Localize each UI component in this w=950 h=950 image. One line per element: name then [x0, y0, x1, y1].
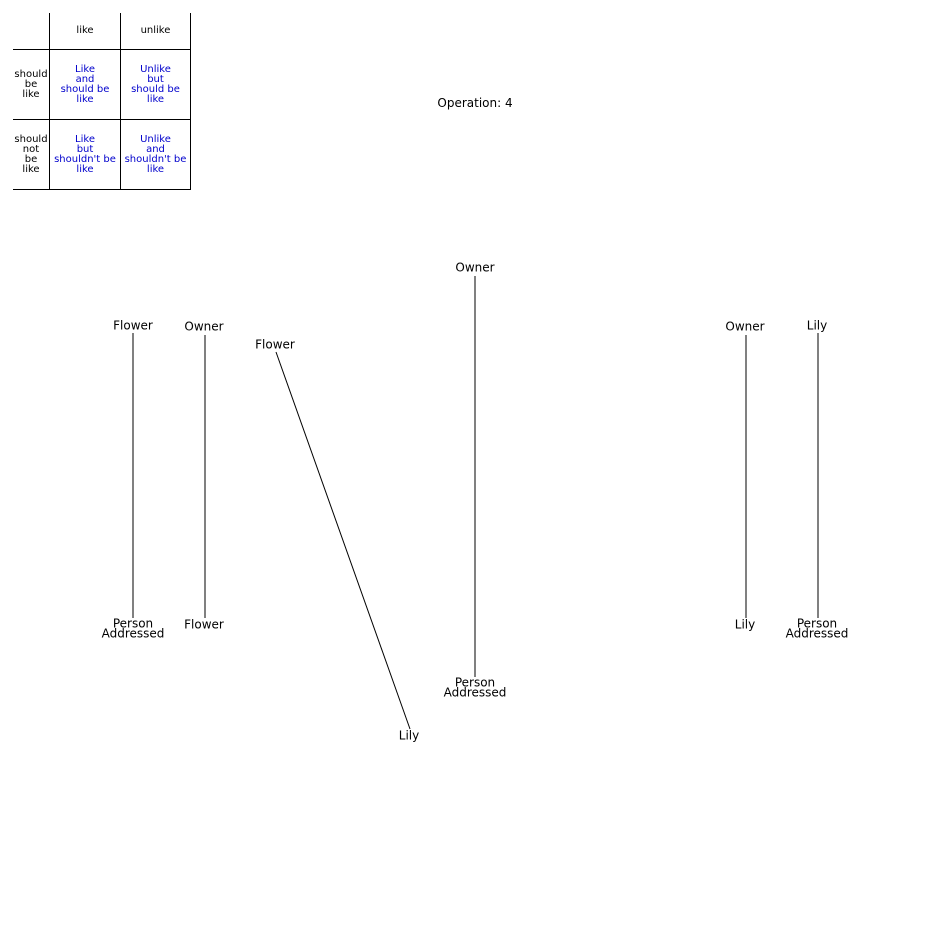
pair-top-label: Owner [184, 320, 223, 334]
pair-bottom-label: Person [455, 676, 495, 690]
legend-table: like unlike should be like Like and shou… [13, 13, 191, 190]
operation-label: Operation: 4 [437, 96, 513, 110]
legend-col-header-like: like [49, 13, 121, 50]
pair-bottom-label: Person [797, 617, 837, 631]
pair-bottom-label: Flower [184, 618, 224, 632]
legend-row-should-not-be-like: should not be like Like but shouldn't be… [13, 119, 191, 190]
pair-bottom-label: Addressed [102, 627, 165, 641]
pair-top-label: Lily [807, 319, 827, 333]
pair-connector-line [275, 351, 411, 730]
legend-row-label: should be like [13, 49, 50, 120]
pair-top-label: Owner [455, 261, 494, 275]
legend-corner-cell [13, 13, 50, 50]
pair-bottom-label: Addressed [444, 686, 507, 700]
pair-bottom-label: Lily [399, 729, 419, 743]
legend-cell-unlike-but-should: Unlike but should be like [120, 49, 191, 120]
pair-top-label: Flower [113, 319, 153, 333]
pair-top-label: Flower [255, 338, 295, 352]
legend-cell-like-and-should: Like and should be like [49, 49, 121, 120]
legend-cell-like-but-shouldnt: Like but shouldn't be like [49, 119, 121, 190]
pair-bottom-label: Person [113, 617, 153, 631]
legend-row-label: should not be like [13, 119, 50, 190]
pair-bottom-label: Lily [735, 618, 755, 632]
legend-row-should-be-like: should be like Like and should be like U… [13, 49, 191, 120]
legend-header-row: like unlike [13, 13, 191, 50]
legend-col-header-unlike: unlike [120, 13, 191, 50]
pair-bottom-label: Addressed [786, 627, 849, 641]
legend-cell-unlike-and-shouldnt: Unlike and shouldn't be like [120, 119, 191, 190]
pair-top-label: Owner [725, 320, 764, 334]
